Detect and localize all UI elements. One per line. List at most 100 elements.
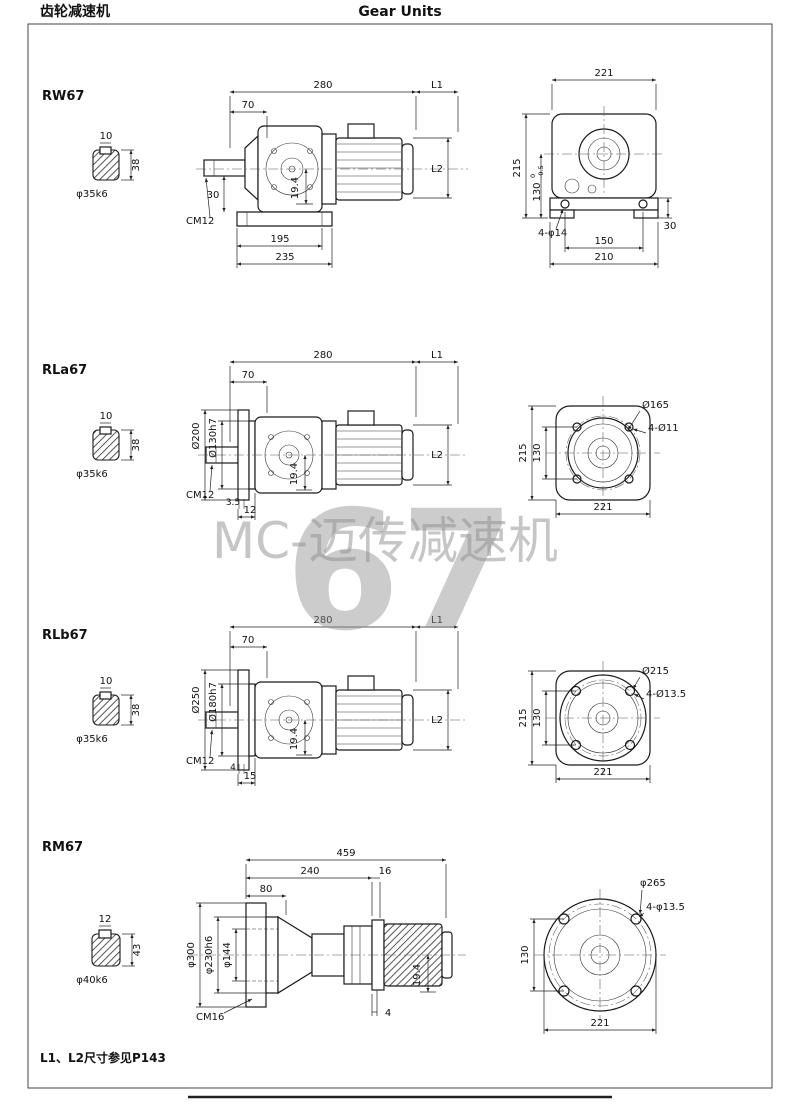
mounting-base: [236, 211, 333, 227]
rw67-end-30: 30: [664, 221, 677, 232]
rlb67-shaft-section: 10 38 φ35k6: [76, 676, 142, 745]
shaft-cross-section: [91, 933, 121, 967]
rw67-dim-195: 195: [270, 234, 289, 245]
terminal-box: [347, 123, 375, 139]
rm67-shaft-dia: φ40k6: [76, 975, 107, 986]
keyway: [99, 426, 112, 435]
rw67-dim-280: 280: [313, 80, 332, 91]
rw67-dim-L2: L2: [431, 164, 443, 175]
rm67-side-view: 459 240 16 80 φ300 φ230h6 φ144 CM16 4: [186, 848, 466, 1023]
rm67-end-221: 221: [590, 1018, 609, 1029]
rlb67-dim-spigot: Ø180h7: [207, 682, 219, 722]
rla67-shaft-section: 10 38 φ35k6: [76, 411, 142, 480]
rm67-end-holes: 4-φ13.5: [646, 902, 685, 913]
rw67-label: RW67: [42, 89, 84, 104]
rlb67-dim-280: 280: [313, 615, 332, 626]
rla67-end-dia: Ø165: [642, 399, 669, 411]
rm67-dim-19-4: 19.4: [412, 964, 423, 986]
rla67-dim-70: 70: [242, 370, 255, 381]
terminal-box: [347, 675, 375, 691]
rw67-side-view: 280 L1 70 30 CM12 19.4 L2 195 235: [186, 80, 468, 268]
rla67-end-view: Ø165 4-Ø11 215 130 221: [518, 396, 679, 518]
rlb67-end-130: 130: [532, 708, 543, 727]
rw67-end-130-sup: 0: [529, 174, 537, 178]
rla67-end-221: 221: [593, 502, 612, 513]
rw67-shaft-section: 10 38 φ35k6: [76, 131, 142, 200]
rla67-dim-12: 12: [244, 505, 257, 516]
rla67-dim-280: 280: [313, 350, 332, 361]
rm67-cm-label: CM16: [196, 1012, 224, 1023]
rw67-end-view: 221 215 130 0 -0.5 4-φ14 150 210 30: [512, 68, 676, 268]
rlb67-shaft-keyw: 10: [100, 676, 113, 687]
rlb67-dim-19-4: 19.4: [289, 728, 300, 750]
keyway: [99, 691, 112, 700]
keyway: [98, 929, 112, 939]
rm67-end-dia: φ265: [640, 878, 666, 889]
rw67-dim-70: 70: [242, 100, 255, 111]
rm67-shaft-height: 43: [132, 944, 143, 957]
rm67-dim-4: 4: [385, 1008, 391, 1019]
terminal-box: [347, 410, 375, 426]
rla67-end-215: 215: [518, 443, 529, 462]
rw67-end-150: 150: [594, 236, 613, 247]
rlb67-end-view: Ø215 4-Ø13.5 215 130 221: [518, 661, 686, 783]
rlb67-shaft-dia: φ35k6: [76, 734, 107, 745]
rw67-dim-235: 235: [275, 252, 294, 263]
rm67-shaft-keyw: 12: [99, 914, 112, 925]
input-shaft: [203, 159, 246, 177]
rlb67-cm-label: CM12: [186, 756, 214, 767]
rlb67-dim-L1: L1: [431, 615, 443, 626]
rm67-dim-459: 459: [336, 848, 355, 859]
rm67-dim-16: 16: [379, 866, 392, 877]
rlb67-dim-L2: L2: [431, 715, 443, 726]
rlb67-label: RLb67: [42, 628, 88, 643]
rla67-end-dimensions: Ø165 4-Ø11 215 130 221: [518, 399, 679, 518]
rm67-side-dimensions: 459 240 16 80 φ300 φ230h6 φ144 CM16 4: [186, 848, 447, 1023]
footer-note: L1、L2尺寸参见P143: [40, 1050, 166, 1065]
watermark-text: MC-迈传减速机: [212, 512, 558, 570]
rw67-side-dimensions: 280 L1 70 30 CM12 19.4 L2 195 235: [186, 80, 459, 268]
rw67-end-130: 130: [532, 182, 543, 201]
rla67-label: RLa67: [42, 363, 87, 378]
rla67-dim-L2: L2: [431, 450, 443, 461]
rm67-shaft-section: 12 43 φ40k6: [76, 914, 143, 986]
rw67-end-215: 215: [512, 158, 523, 177]
rla67-side-dimensions: 280 L1 70 Ø200 Ø130h7 CM12 3.5 12 19.4 L…: [186, 350, 459, 520]
rla67-dim-flange: Ø200: [190, 423, 202, 450]
rla67-dim-3-5: 3.5: [226, 498, 240, 508]
rlb67-end-holes: 4-Ø13.5: [646, 688, 686, 700]
rw67-dim-30: 30: [207, 190, 220, 201]
rla67-dim-spigot: Ø130h7: [207, 418, 219, 458]
rw67-end-221: 221: [594, 68, 613, 79]
rm67-end-view: φ265 4-φ13.5 130 221: [520, 878, 685, 1034]
foot-hole: [638, 199, 648, 209]
rla67-shaft-height: 38: [131, 439, 142, 452]
rm67-dim-230: φ230h6: [204, 936, 215, 974]
rlb67-end-dimensions: Ø215 4-Ø13.5 215 130 221: [518, 665, 686, 783]
rlb67-dim-70: 70: [242, 635, 255, 646]
rla67-dim-19-4: 19.4: [289, 463, 300, 485]
rm67-end-dimensions: φ265 4-φ13.5 130 221: [520, 878, 685, 1034]
rla67-side-view: 280 L1 70 Ø200 Ø130h7 CM12 3.5 12 19.4 L…: [186, 350, 466, 520]
bolt-circle: [548, 903, 652, 1007]
rla67-dim-L1: L1: [431, 350, 443, 361]
rw67-end-130-sub: -0.5: [537, 165, 545, 178]
rw67-shaft-keyw: 10: [100, 131, 113, 142]
rlb67-end-215: 215: [518, 708, 529, 727]
rm67-dim-80: 80: [260, 884, 273, 895]
rlb67-end-221: 221: [593, 767, 612, 778]
rm67-dim-240: 240: [300, 866, 319, 877]
rlb67-side-dimensions: 280 L1 70 Ø250 Ø180h7 CM12 4 15 19.4 L2: [186, 615, 459, 786]
keyway: [99, 146, 112, 155]
rlb67-dim-flange: Ø250: [190, 687, 202, 714]
rw67-shaft-height: 38: [131, 159, 142, 172]
rw67-cm-label: CM12: [186, 216, 214, 227]
rlb67-end-dia: Ø215: [642, 665, 669, 677]
rw67-shaft-dia: φ35k6: [76, 189, 107, 200]
rw67-end-holes: 4-φ14: [538, 228, 567, 239]
rla67-shaft-keyw: 10: [100, 411, 113, 422]
foot-hole: [560, 199, 570, 209]
rm67-label: RM67: [42, 840, 83, 855]
rm67-end-130: 130: [520, 945, 531, 964]
